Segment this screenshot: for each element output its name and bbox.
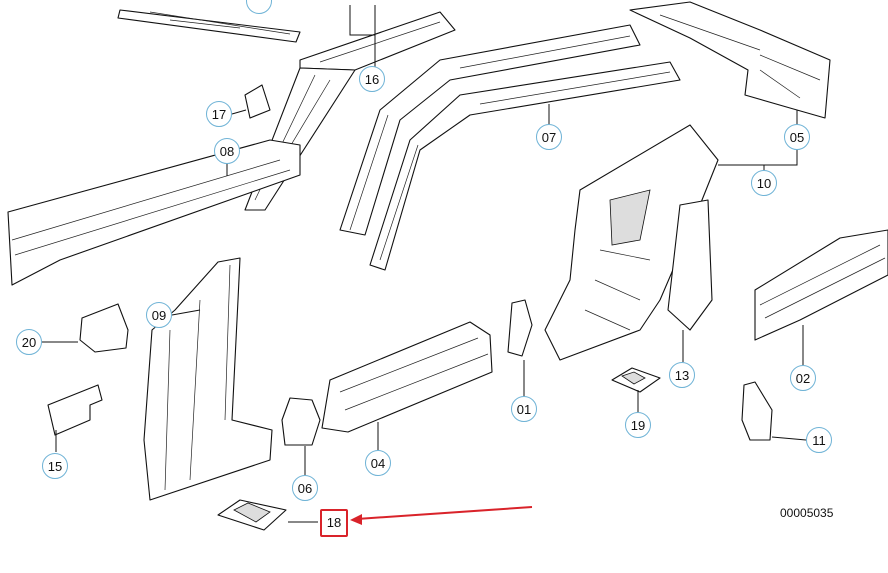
part-06 — [281, 397, 321, 446]
callout-06[interactable]: 06 — [292, 475, 318, 501]
part-04 — [321, 321, 493, 433]
part-15 — [47, 384, 103, 436]
callout-07[interactable]: 07 — [536, 124, 562, 150]
leader-lines — [42, 5, 807, 523]
callout-08[interactable]: 08 — [214, 138, 240, 164]
part-19 — [611, 367, 661, 393]
callout-20[interactable]: 20 — [16, 329, 42, 355]
part-13 — [667, 199, 713, 331]
callout-10[interactable]: 10 — [751, 170, 777, 196]
part-05 — [629, 1, 831, 119]
part-01 — [507, 299, 533, 357]
callout-16[interactable]: 16 — [359, 66, 385, 92]
callout-09[interactable]: 09 — [146, 302, 172, 328]
part-08 — [7, 139, 301, 286]
part-10 — [544, 124, 719, 361]
callout-13[interactable]: 13 — [669, 362, 695, 388]
callout-18-highlighted[interactable]: 18 — [320, 509, 348, 537]
part-07 — [339, 24, 681, 271]
callout-15[interactable]: 15 — [42, 453, 68, 479]
part-09 — [143, 257, 273, 501]
highlight-arrow — [350, 506, 533, 525]
diagram-id: 00005035 — [780, 506, 834, 520]
part-20 — [79, 303, 129, 353]
callout-04[interactable]: 04 — [365, 450, 391, 476]
callout-05[interactable]: 05 — [784, 124, 810, 150]
callout-17[interactable]: 17 — [206, 101, 232, 127]
part-11 — [741, 381, 773, 441]
part-17 — [244, 84, 271, 119]
callout-01[interactable]: 01 — [511, 396, 537, 422]
part-18 — [217, 499, 287, 531]
part-roof-rail — [117, 9, 301, 43]
part-02 — [754, 229, 888, 341]
callout-19[interactable]: 19 — [625, 412, 651, 438]
callout-11[interactable]: 11 — [806, 427, 832, 453]
callout-02[interactable]: 02 — [790, 365, 816, 391]
